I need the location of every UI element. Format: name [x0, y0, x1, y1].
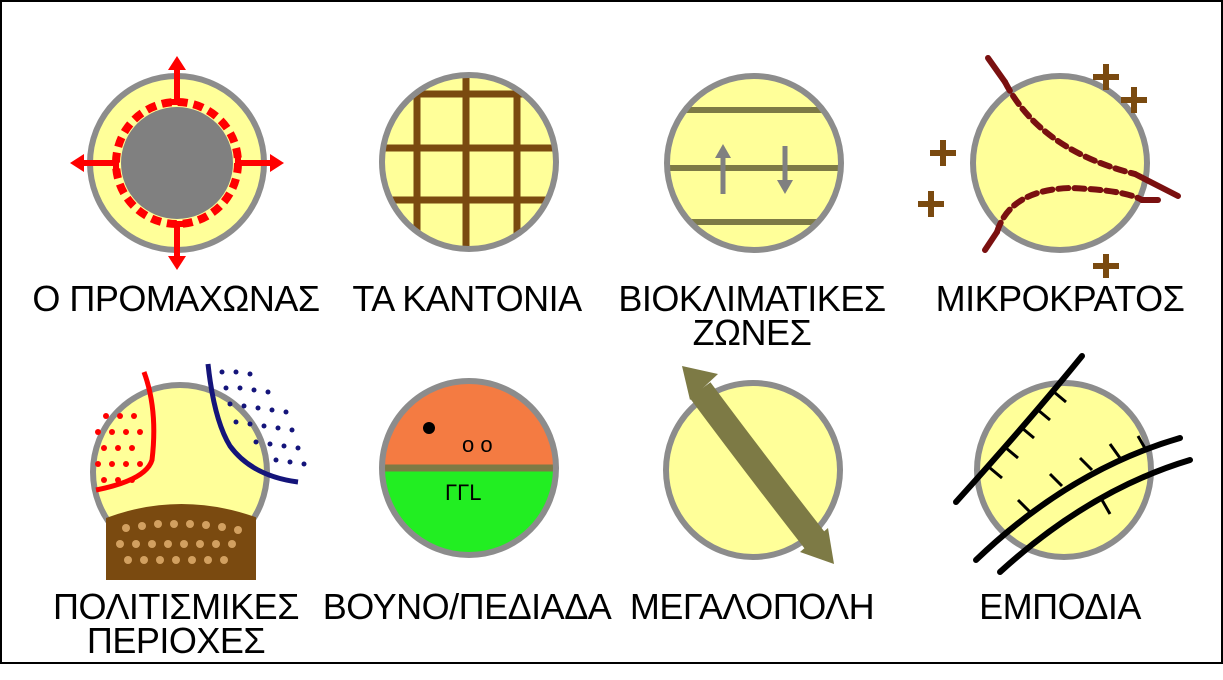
megalopolis-icon: [663, 366, 843, 564]
panel-kantonia: ΤΑ ΚΑΝΤΟΝΙΑ: [317, 50, 617, 380]
settlement-label: o o: [462, 432, 493, 457]
grid-icon: [379, 72, 559, 252]
caption: ΜΕΓΑΛΟΠΟΛΗ: [629, 586, 875, 627]
panel-mikrokratos: ΜΙΚΡΟΚΡΑΤΟΣ: [910, 50, 1210, 380]
caption: ΒΙΟΚΛΙΜΑΤΙΚΕΣ ΖΩΝΕΣ: [618, 278, 886, 353]
microstate-icon: [918, 55, 1181, 278]
caption: ΕΜΠΟΔΙΑ: [979, 586, 1141, 627]
caption: ΒΟΥΝΟ/ΠΕΔΙΑΔΑ: [322, 586, 612, 627]
field-label: ΓΓL: [445, 480, 481, 505]
mountain-plain-icon: o o ΓΓL: [379, 378, 559, 558]
caption: ΤΑ ΚΑΝΤΟΝΙΑ: [352, 278, 582, 319]
panel-bioklimatikes: ΒΙΟΚΛΙΜΑΤΙΚΕΣ ΖΩΝΕΣ: [602, 50, 902, 380]
diagram-frame: Ο ΠΡΟΜΑΧΩΝΑΣ ΤΑ ΚΑΝΤΟΝΙΑ: [0, 0, 1223, 664]
panel-vouno: o o ΓΓL ΒΟΥΝΟ/ΠΕΔΙΑΔΑ: [317, 350, 617, 680]
caption: ΜΙΚΡΟΚΡΑΤΟΣ: [935, 278, 1185, 319]
panel-empodia: ΕΜΠΟΔΙΑ: [910, 350, 1210, 680]
panel-politismikes: ΠΟΛΙΤΙΣΜΙΚΕΣ ΠΕΡΙΟΧΕΣ: [26, 350, 326, 680]
caption: Ο ΠΡΟΜΑΧΩΝΑΣ: [32, 278, 320, 319]
cultural-areas-icon: [90, 363, 307, 580]
bastion-icon: [70, 56, 284, 270]
panel-megalopoli: ΜΕΓΑΛΟΠΟΛΗ: [602, 350, 902, 680]
panel-promachonas: Ο ΠΡΟΜΑΧΩΝΑΣ: [26, 50, 326, 380]
climate-zones-icon: [664, 73, 844, 253]
caption: ΠΟΛΙΤΙΣΜΙΚΕΣ ΠΕΡΙΟΧΕΣ: [53, 586, 299, 661]
barriers-icon: [953, 353, 1193, 575]
